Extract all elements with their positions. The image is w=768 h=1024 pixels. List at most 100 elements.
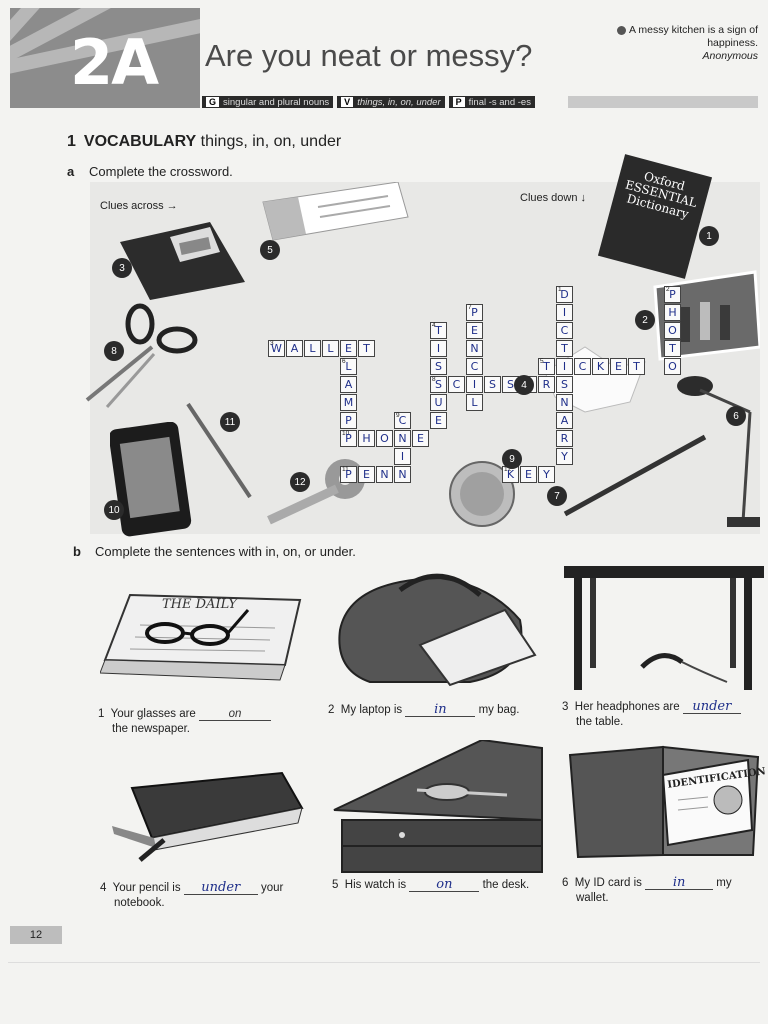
crossword-cell[interactable]: I [466,376,483,393]
crossword-cell[interactable]: S [556,376,573,393]
crossword-cell[interactable]: H [664,304,681,321]
crossword-cell[interactable]: N [394,466,411,483]
crossword-cell[interactable]: S [430,358,447,375]
quote-icon [617,25,627,35]
handwritten-letter: C [578,360,587,373]
picture-number-badge: 4 [514,375,534,395]
picture-number-badge: 12 [290,472,310,492]
crossword-cell[interactable]: E [520,466,537,483]
handwritten-letter: I [472,378,477,391]
crossword-cell[interactable]: E [340,340,357,357]
crossword-cell[interactable]: L [466,394,483,411]
desk-illustration [333,740,543,873]
crossword-cell[interactable]: O [376,430,393,447]
handwritten-letter: K [506,468,515,481]
crossword-cell[interactable]: K [592,358,609,375]
handwritten-letter: P [345,468,352,481]
crossword-cell[interactable]: Y [538,466,555,483]
sentence-6: 6 My ID card is in my wallet. [562,875,732,904]
crossword-cell[interactable]: I [394,448,411,465]
crossword-cell[interactable]: A [556,412,573,429]
answer-blank[interactable]: in [645,876,714,890]
crossword-cell[interactable]: U [430,394,447,411]
handwritten-letter: L [327,342,334,355]
crossword-cell[interactable]: E [358,466,375,483]
crossword-cell[interactable]: I [556,304,573,321]
handwritten-letter: O [668,324,677,337]
handwritten-letter: A [344,378,353,391]
crossword-cell[interactable]: T [358,340,375,357]
crossword-cell[interactable]: C [466,358,483,375]
crossword-cell[interactable]: E [610,358,627,375]
crossword-cell[interactable]: H [358,430,375,447]
quote-author: Anonymous [702,50,758,62]
crossword-cell[interactable]: R [556,430,573,447]
quote: A messy kitchen is a sign of happiness. … [588,24,758,63]
answer-blank[interactable]: under [183,881,258,895]
crossword-cell[interactable]: T [628,358,645,375]
handwritten-letter: N [398,432,407,445]
crossword-cell[interactable]: M [340,394,357,411]
sentence-3: 3 Her headphones are under the table. [562,700,762,730]
crossword-cell[interactable]: R [538,376,555,393]
handwritten-letter: A [290,342,299,355]
crossword-cell[interactable]: P [340,412,357,429]
crossword-cell[interactable]: N [376,466,393,483]
crossword-cell[interactable]: S [484,376,501,393]
crossword-cell[interactable]: E [430,412,447,429]
clue-number: 12 [504,466,512,473]
crossword-cell[interactable]: C [556,322,573,339]
picture-number-badge: 10 [104,500,124,520]
crossword-cell[interactable]: T [556,340,573,357]
crossword-cell[interactable]: A [286,340,303,357]
handwritten-letter: N [470,342,479,355]
crossword-cell[interactable]: I [556,358,573,375]
crossword-cell[interactable]: O [664,322,681,339]
crossword-cell[interactable]: T [664,340,681,357]
answer-blank[interactable]: on [409,878,480,892]
crossword-cell[interactable]: L [322,340,339,357]
crossword-cell[interactable]: I [430,340,447,357]
picture-number-badge: 9 [502,449,522,469]
handwritten-letter: S [435,378,442,391]
crossword-cell[interactable]: O [664,358,681,375]
crossword-cell[interactable]: E [466,322,483,339]
crossword-cell[interactable]: N [394,430,411,447]
clues-down-label: Clues down ↓ [520,192,587,204]
crossword-cell[interactable]: E [412,430,429,447]
crossword-cell[interactable]: N [466,340,483,357]
answer-blank[interactable]: in [405,703,476,717]
picture-number-badge: 3 [112,258,132,278]
crossword-cell[interactable]: L [304,340,321,357]
handwritten-letter: Y [561,450,568,463]
picture-number-badge: 2 [635,310,655,330]
crossword-cell[interactable]: A [340,376,357,393]
clue-number: 4 [432,322,436,329]
photo-picture [653,270,760,361]
page-number: 12 [10,926,62,944]
crossword-cell[interactable]: C [448,376,465,393]
crossword-cell[interactable]: N [556,394,573,411]
handwritten-letter: N [380,468,389,481]
answer-blank[interactable]: under [682,700,741,714]
handwritten-letter: I [436,342,441,355]
answer-blank[interactable]: on [199,708,272,721]
crossword-cell[interactable]: Y [556,448,573,465]
pencil-picture [563,434,707,517]
crossword-cell[interactable]: C [574,358,591,375]
